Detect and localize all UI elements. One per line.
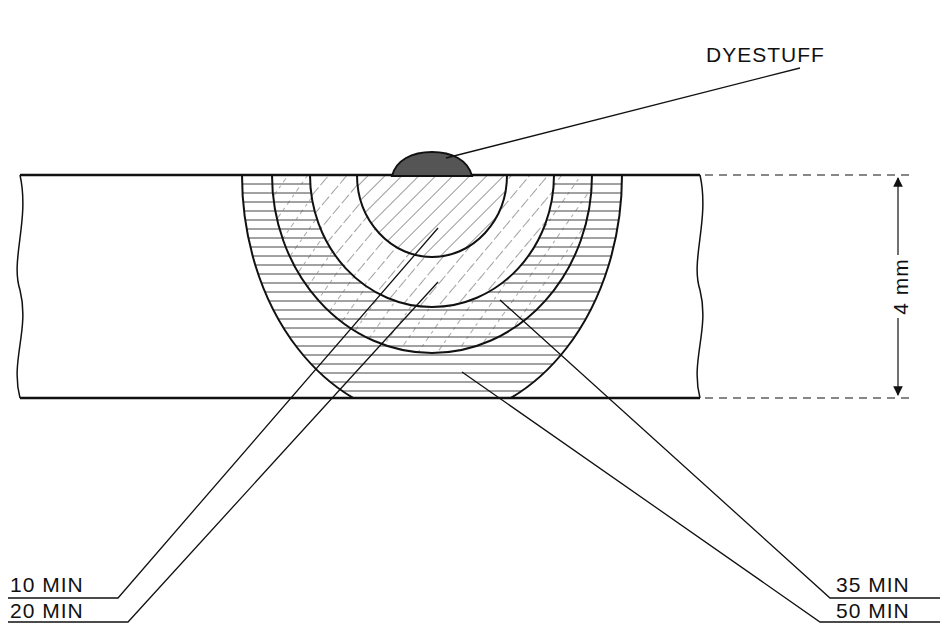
plate bbox=[17, 175, 703, 398]
dimension bbox=[705, 175, 912, 398]
material-label: DYESTUFF bbox=[706, 44, 825, 65]
zone-35 bbox=[272, 175, 592, 353]
time-label: 35 MIN bbox=[836, 574, 910, 595]
dimension-label: 4 mm bbox=[890, 256, 911, 317]
time-label: 50 MIN bbox=[836, 600, 910, 621]
diffusion-zones bbox=[242, 175, 622, 398]
time-label: 20 MIN bbox=[10, 600, 84, 621]
dyestuff-blob bbox=[392, 152, 472, 176]
time-label: 10 MIN bbox=[10, 574, 84, 595]
zone-10 bbox=[357, 175, 507, 257]
zone-50 bbox=[242, 175, 622, 398]
zone-20 bbox=[310, 175, 554, 307]
leader-lines bbox=[8, 68, 940, 622]
